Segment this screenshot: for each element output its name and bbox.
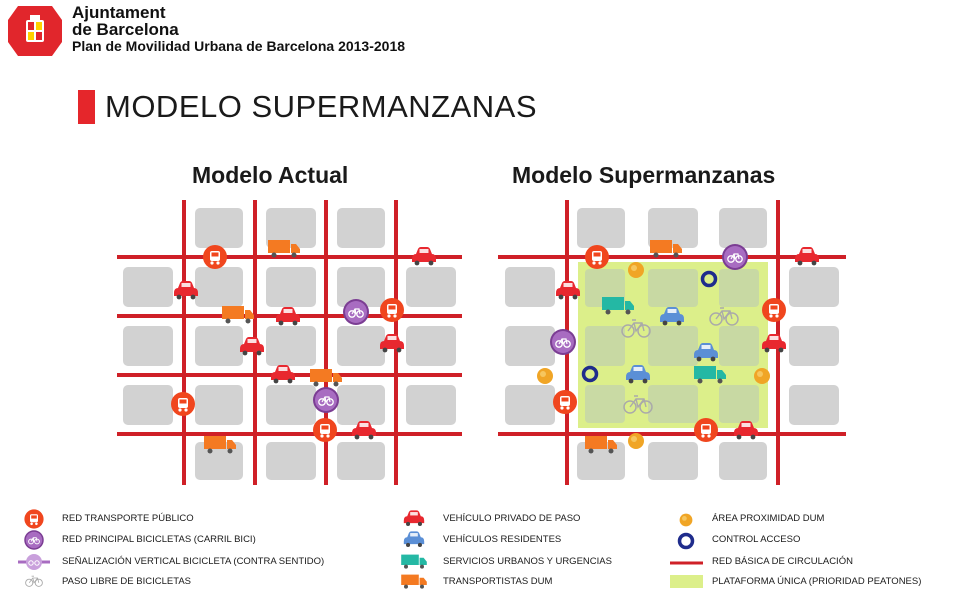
org-name-line2: de Barcelona bbox=[72, 20, 179, 39]
legend-transportistas: TRANSPORTISTAS DUM bbox=[443, 576, 553, 587]
logo-icon bbox=[8, 6, 62, 56]
legend-vehiculo-privado: VEHÍCULO PRIVADO DE PASO bbox=[443, 513, 581, 524]
legend-plataforma-unica: PLATAFORMA ÚNICA (PRIORIDAD PEATONES) bbox=[712, 576, 922, 587]
legend-senalizacion: SEÑALIZACIÓN VERTICAL BICICLETA (CONTRA … bbox=[62, 556, 325, 567]
legend-transporte-publico: RED TRANSPORTE PÚBLICO bbox=[62, 513, 194, 524]
panel-supermanzanas bbox=[498, 200, 846, 485]
logo bbox=[8, 6, 62, 56]
plan-subtitle: Plan de Movilidad Urbana de Barcelona 20… bbox=[72, 38, 406, 54]
legend-vehiculos-residentes: VEHÍCULOS RESIDENTES bbox=[443, 534, 562, 545]
legend-control-acceso: CONTROL ACCESO bbox=[712, 534, 801, 545]
legend-area-proximidad: ÁREA PROXIMIDAD DUM bbox=[712, 513, 825, 524]
panel-title-actual: Modelo Actual bbox=[192, 162, 349, 188]
panel-title-supermanzanas: Modelo Supermanzanas bbox=[512, 162, 776, 188]
panel-actual bbox=[117, 200, 462, 485]
legend-red-basica: RED BÁSICA DE CIRCULACIÓN bbox=[712, 556, 853, 567]
page-title: MODELO SUPERMANZANAS bbox=[105, 89, 538, 124]
platform-swatch-icon bbox=[670, 575, 703, 588]
bike-signal-icon bbox=[18, 554, 50, 570]
legend-paso-libre: PASO LIBRE DE BICICLETAS bbox=[62, 576, 191, 587]
legend-icons bbox=[18, 509, 703, 589]
org-name-line1: Ajuntament bbox=[72, 3, 166, 22]
legend-servicios-urbanos: SERVICIOS URBANOS Y URGENCIAS bbox=[443, 556, 612, 567]
legend-red-bicicletas: RED PRINCIPAL BICICLETAS (CARRIL BICI) bbox=[62, 534, 256, 545]
title-accent-bar bbox=[78, 90, 95, 124]
